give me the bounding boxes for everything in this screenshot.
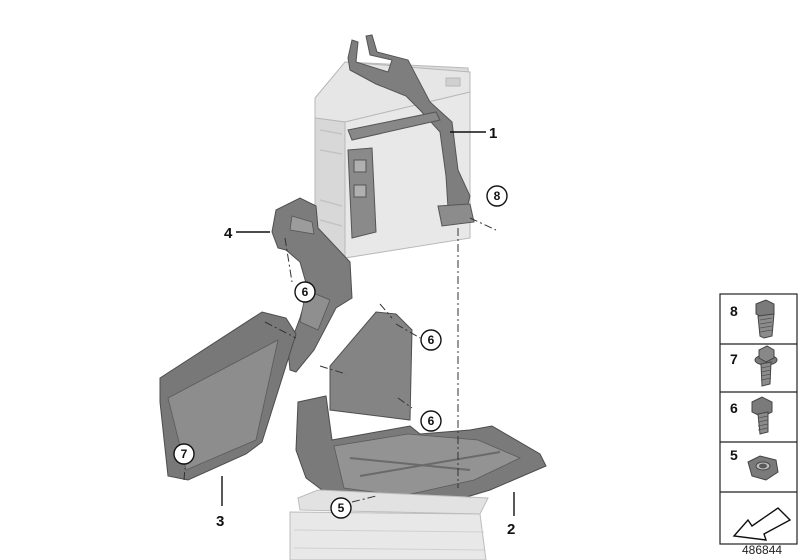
legend-row-8: 8 [730,299,775,339]
svg-text:6: 6 [428,333,435,347]
battery-holder-strap [347,34,475,239]
arrow-symbol-icon [732,507,792,541]
callout-1: 1 [450,125,497,142]
flange-bolt-icon [754,345,778,387]
svg-text:7: 7 [730,351,738,367]
battery-cover-panel [159,311,297,481]
svg-text:5: 5 [338,501,345,515]
hex-nut-icon [747,455,779,481]
circled-callout-6-lower: 6 [420,410,442,432]
svg-text:7: 7 [181,447,188,461]
legend-row-6: 6 [730,396,773,435]
svg-text:4: 4 [224,225,233,242]
assembly-lines [183,217,497,503]
callout-2: 2 [507,492,515,538]
svg-text:3: 3 [216,513,224,530]
svg-text:8: 8 [730,303,738,319]
svg-text:6: 6 [302,285,309,299]
svg-text:6: 6 [428,414,435,428]
svg-text:8: 8 [494,189,501,203]
circled-callout-6-upper: 6 [395,323,442,351]
circled-callout-6-bracket: 6 [294,281,316,303]
callout-3: 3 [216,476,224,530]
hex-bolt-icon [751,396,773,435]
hex-bolt-with-washer-icon [755,299,775,339]
circled-callout-7: 7 [173,443,195,465]
svg-text:5: 5 [730,447,738,463]
legend-row-7: 7 [730,345,778,387]
svg-text:2: 2 [507,521,515,538]
callout-4: 4 [224,225,270,242]
legend-row-5: 5 [730,447,779,481]
svg-text:6: 6 [730,400,738,416]
diagram-number: 486844 [742,543,782,557]
battery-top-ghost [314,61,471,259]
fastener-legend: 8 7 6 [719,293,798,545]
circled-callout-8: 8 [486,185,508,207]
circled-callout-5: 5 [330,497,352,519]
battery-bottom-ghost [289,489,489,560]
svg-text:1: 1 [489,125,497,142]
